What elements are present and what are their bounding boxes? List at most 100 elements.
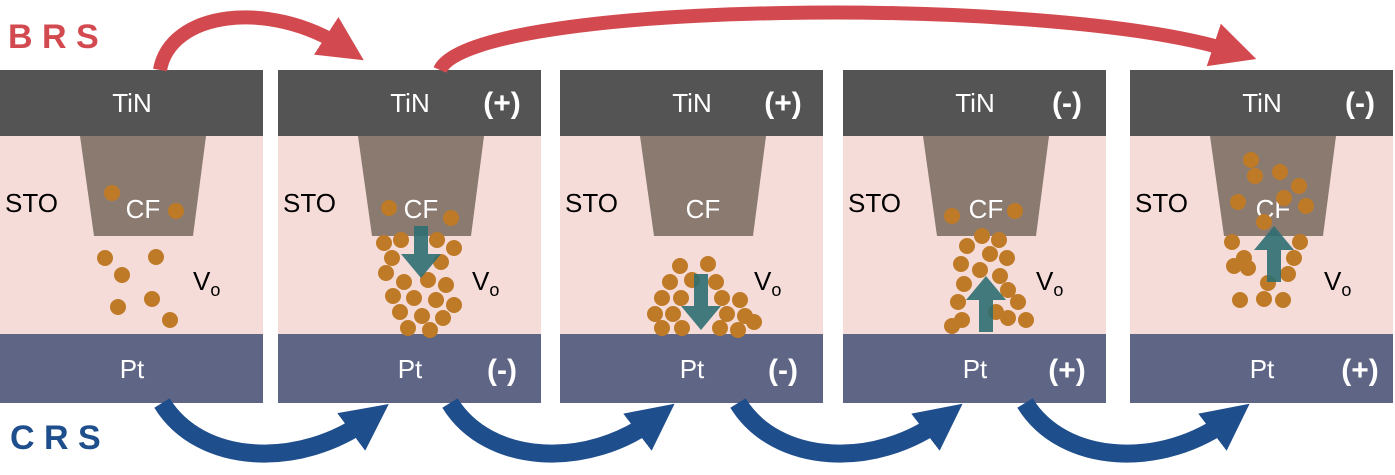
vacancy (406, 290, 422, 306)
pt-electrode (1130, 334, 1393, 403)
vacancy (1007, 203, 1023, 219)
pt-label: Pt (398, 354, 423, 384)
vacancy (422, 322, 438, 338)
top-polarity: (-) (1345, 87, 1375, 120)
cf-label: CF (404, 194, 439, 224)
vacancy (384, 250, 400, 266)
vacancy (446, 297, 462, 313)
vacancy (1000, 310, 1016, 326)
bottom-polarity: (+) (1048, 354, 1086, 387)
vo-label: Vo (754, 266, 781, 300)
sto-label: STO (5, 188, 58, 218)
vacancy (1240, 260, 1256, 276)
vacancy (1256, 214, 1272, 230)
cf-label: CF (126, 194, 161, 224)
tin-label: TiN (1242, 88, 1281, 118)
vacancy (1298, 198, 1314, 214)
vacancy (673, 290, 689, 306)
oxygen-vacancies (647, 256, 762, 338)
brs-arrow-1 (153, 10, 364, 72)
vacancy (162, 312, 178, 328)
panel-4: TiN (-) Pt (+) STO CF Vo (843, 70, 1106, 403)
pt-label: Pt (680, 354, 705, 384)
oxygen-vacancies (97, 185, 184, 328)
vacancy (953, 256, 969, 272)
field-arrow-down-icon (401, 226, 441, 278)
vo-label: Vo (1324, 266, 1351, 300)
vacancy (746, 314, 762, 330)
vacancy (665, 306, 681, 322)
vacancy (1286, 250, 1302, 266)
vacancy (1292, 234, 1308, 250)
vacancy (435, 310, 451, 326)
tin-label: TiN (390, 88, 429, 118)
vacancy (446, 240, 462, 256)
bottom-polarity: (-) (768, 354, 798, 387)
vacancy (1280, 266, 1296, 282)
bottom-polarity: (+) (1341, 354, 1379, 387)
vacancy (950, 294, 966, 310)
vacancy (1276, 190, 1292, 206)
field-arrow-up-icon (1254, 226, 1294, 282)
vacancy (428, 292, 444, 308)
pt-electrode (278, 334, 541, 403)
vacancy (104, 185, 120, 201)
vacancy (991, 232, 1007, 248)
tin-label: TiN (112, 88, 151, 118)
vacancy (1291, 178, 1307, 194)
vacancy (110, 299, 126, 315)
vacancy (400, 320, 416, 336)
vacancy (719, 306, 735, 322)
vacancy (114, 267, 130, 283)
vo-label: Vo (1036, 266, 1063, 300)
vacancy (1243, 152, 1259, 168)
vacancy (730, 322, 746, 338)
vacancy (1275, 292, 1291, 308)
vacancy (378, 265, 394, 281)
pt-electrode (0, 334, 263, 403)
cf-label: CF (686, 194, 721, 224)
sto-label: STO (848, 188, 901, 218)
vacancy (732, 292, 748, 308)
crs-arrow-1 (154, 397, 389, 463)
vacancy (1256, 291, 1272, 307)
tin-label: TiN (955, 88, 994, 118)
panel-1: TiN Pt STO CF Vo (0, 70, 263, 403)
field-arrow-down-icon (681, 274, 721, 330)
vacancy (959, 238, 975, 254)
vacancy (654, 320, 670, 336)
vacancy (97, 250, 113, 266)
crs-arrow-4 (1017, 397, 1250, 463)
crs-label: C R S (10, 419, 101, 457)
sto-label: STO (565, 188, 618, 218)
vacancy (168, 203, 184, 219)
vacancy (144, 291, 160, 307)
vacancy (392, 304, 408, 320)
vacancy (972, 262, 988, 278)
top-polarity: (+) (764, 87, 802, 120)
pt-label: Pt (1250, 354, 1275, 384)
vacancy (1018, 312, 1034, 328)
vacancy (1272, 164, 1288, 180)
tin-electrode (560, 70, 823, 136)
vacancy (944, 208, 960, 224)
vacancy (1010, 294, 1026, 310)
brs-arrow-2 (433, 5, 1257, 74)
vacancy (982, 246, 998, 262)
vacancy (1247, 168, 1263, 184)
oxygen-vacancies (376, 200, 462, 338)
tin-electrode (278, 70, 541, 136)
vacancy (414, 308, 430, 324)
vacancy (438, 277, 454, 293)
panel-5: TiN (-) Pt (+) STO CF Vo (1130, 70, 1393, 403)
vacancy (1226, 258, 1242, 274)
sto-label: STO (1135, 188, 1188, 218)
vacancy (956, 276, 972, 292)
vacancy (393, 232, 409, 248)
vacancy (714, 290, 730, 306)
vacancy (376, 235, 392, 251)
tin-label: TiN (672, 88, 711, 118)
vacancy (662, 274, 678, 290)
field-arrow-up-icon (966, 276, 1006, 332)
tin-electrode (843, 70, 1106, 136)
